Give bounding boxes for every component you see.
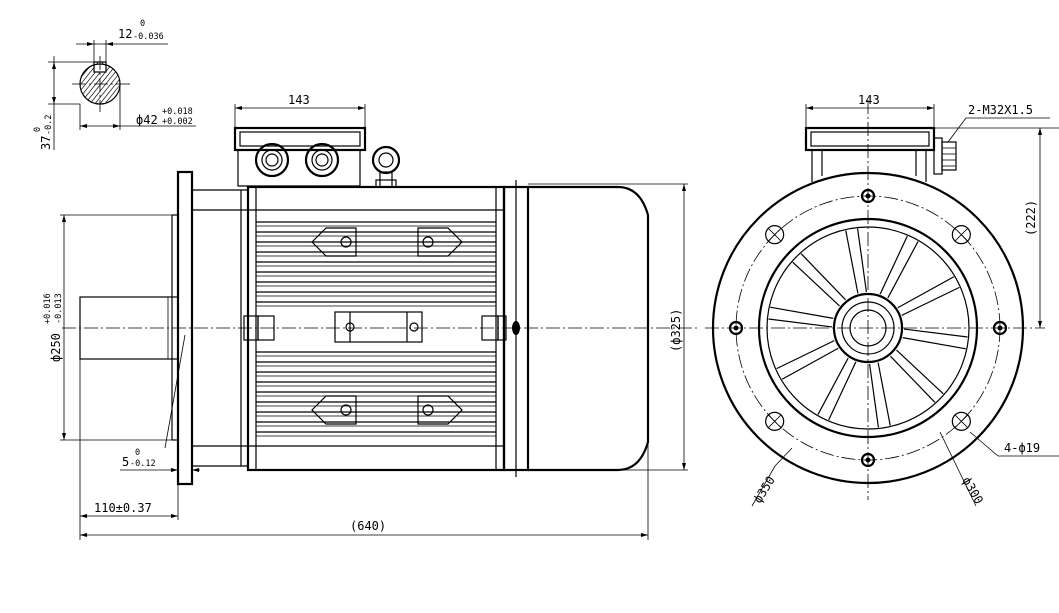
flange-thickness-tol-upper: 0 [135, 448, 140, 458]
frame-diameter-label: (ф325) [669, 309, 683, 352]
fan-spoke [776, 340, 835, 370]
mounting-holes-label: 4-ф19 [1004, 441, 1040, 455]
fixing-bolt-center [865, 193, 871, 199]
fan-spoke [903, 328, 968, 338]
mounting-hole-mark [768, 415, 781, 428]
shaft-diameter-label: ф42 [136, 113, 158, 127]
flange-thickness-tol-lower: -0.12 [130, 459, 156, 469]
mounting-pad [417, 227, 463, 257]
fixing-bolt-center [733, 325, 739, 331]
spigot-tol-lower: -0.013 [54, 293, 64, 324]
keyway-depth-label: 37 [39, 136, 53, 150]
fan-spoke [792, 261, 840, 307]
fan-spoke [781, 347, 839, 380]
fan-spoke [845, 230, 859, 294]
fan-spoke [879, 235, 908, 295]
mounting-pad [311, 395, 357, 425]
mounting-hole [765, 411, 785, 431]
section-hatch-line [80, 62, 101, 104]
box-height-label: (222) [1024, 200, 1038, 236]
pad-bolt [422, 404, 434, 416]
fixing-bolt [860, 452, 876, 468]
pad-bolt [422, 236, 434, 248]
fan-spoke [901, 286, 960, 316]
keyway-depth-tol-lower: -0.2 [44, 115, 54, 135]
flange-thickness-label: 5 [122, 455, 129, 469]
pad-bolt [340, 236, 352, 248]
mounting-hole-mark [955, 415, 968, 428]
section-hatch-line [30, 60, 70, 110]
section-hatch-line [80, 62, 86, 104]
pitch-circle-diameter-label: ф300 [959, 475, 986, 507]
mounting-pad [311, 227, 357, 257]
section-hatch-line [94, 62, 120, 104]
shaft-diameter-tol-upper: +0.018 [162, 107, 193, 117]
fan-spoke [889, 355, 936, 403]
fan-spoke [887, 241, 919, 299]
fixing-bolt [860, 188, 876, 204]
overall-length-label: (640) [350, 519, 386, 533]
key-width-tol-lower: -0.036 [133, 32, 164, 42]
fixing-bolt-center [865, 457, 871, 463]
pad-bolt [340, 404, 352, 416]
end-view-dimensions [751, 104, 1059, 507]
fan-spoke [877, 362, 891, 426]
motor-side-view [62, 126, 700, 486]
section-hatch-line [89, 62, 120, 104]
mounting-hole [765, 225, 785, 245]
mounting-hole [951, 225, 971, 245]
fan-spoke [817, 357, 849, 415]
key-width-tol-upper: 0 [140, 19, 145, 29]
spigot-diameter-label: ф250 [49, 333, 63, 362]
section-hatch-line [80, 62, 106, 104]
fan-spoke [828, 361, 857, 421]
keyway-depth-tol-upper: 0 [33, 127, 43, 132]
fan-spoke [868, 363, 879, 428]
motor-end-view [705, 100, 1045, 500]
fan-spoke [897, 276, 955, 309]
side-terminal-box-width: 143 [288, 93, 310, 107]
spigot-tol-upper: +0.016 [43, 293, 53, 324]
fan-spoke [857, 228, 868, 293]
section-hatch-line [109, 62, 120, 104]
flange-diameter-label: ф350 [751, 474, 778, 506]
fixing-bolt [992, 320, 1008, 336]
section-hatch-line [80, 62, 91, 104]
fixing-bolt [728, 320, 744, 336]
fixing-bolt-center [997, 325, 1003, 331]
fan-spoke [770, 306, 834, 319]
section-hatch-line [25, 60, 65, 110]
mounting-pad [417, 395, 463, 425]
mounting-hole [951, 411, 971, 431]
fan-spoke [800, 253, 847, 301]
shaft-length-label: 110±0.37 [94, 501, 152, 515]
section-hatch-line [99, 62, 120, 104]
fan-spoke [768, 318, 833, 328]
side-view-dimensions [60, 104, 688, 540]
section-hatch-line [80, 62, 111, 104]
end-terminal-box-width: 143 [858, 93, 880, 107]
shaft-diameter-tol-lower: +0.002 [162, 117, 193, 127]
section-hatch-line [80, 62, 81, 104]
section-hatch-line [114, 62, 120, 104]
mounting-hole-mark [955, 228, 968, 241]
key-width-label: 12 [118, 27, 132, 41]
cable-gland-label: 2-M32X1.5 [968, 103, 1033, 117]
mounting-hole-mark [768, 228, 781, 241]
section-hatch-line [80, 62, 96, 104]
fan-spoke [896, 349, 944, 395]
fan-spoke [902, 337, 966, 350]
